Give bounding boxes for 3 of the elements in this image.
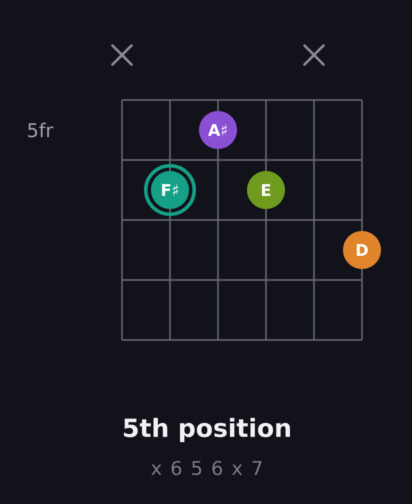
- chord-title: 5th position: [124, 418, 290, 442]
- fret-number: 5fr: [28, 122, 54, 138]
- fingering-text: x 6 5 6 x 7: [151, 460, 262, 476]
